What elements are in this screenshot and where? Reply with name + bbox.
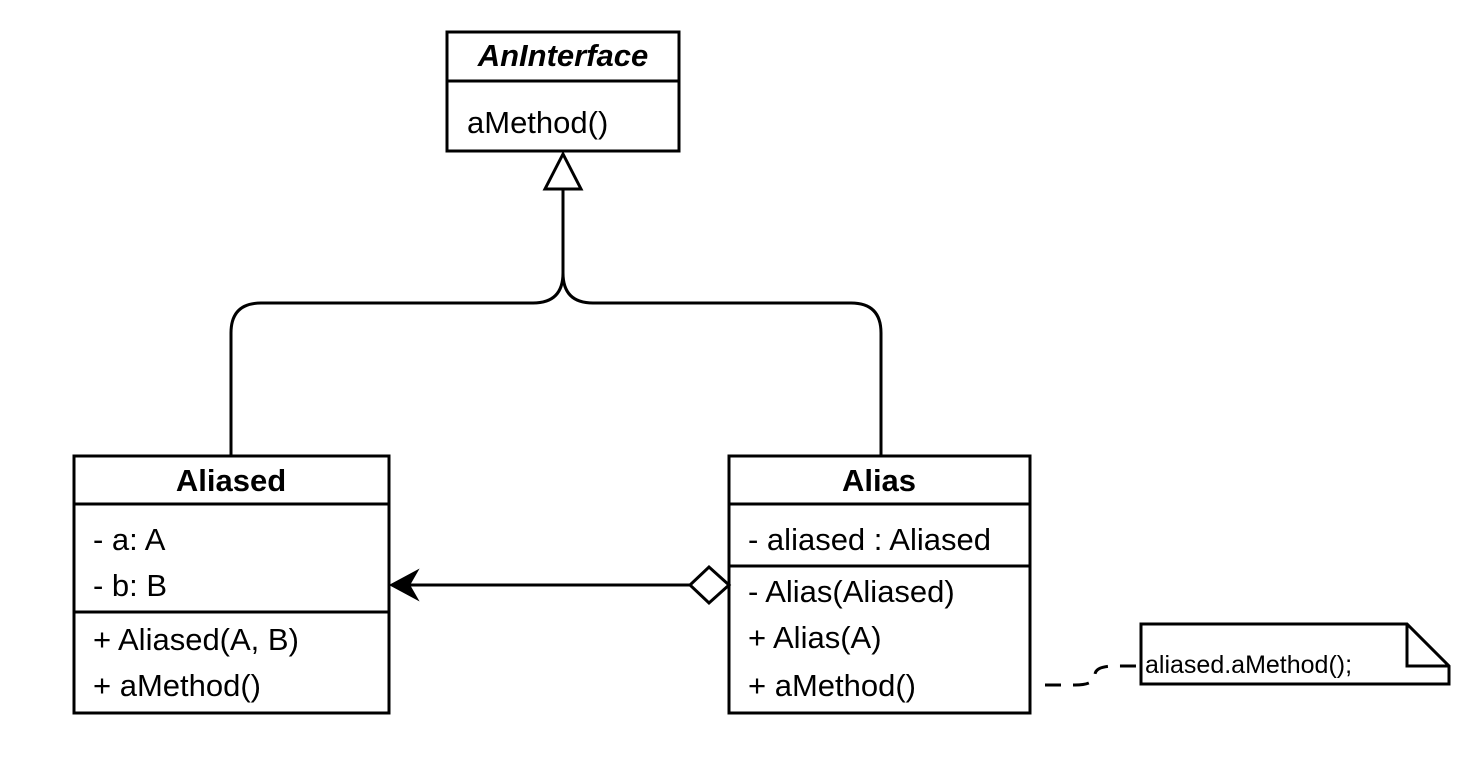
aliased-method: + aMethod() [93, 668, 261, 703]
realization-line-alias [561, 272, 883, 456]
note-text: aliased.aMethod(); [1145, 651, 1352, 679]
realization-arrowhead [542, 150, 584, 191]
alias-method: + aMethod() [748, 668, 916, 703]
alias-class-name: Alias [842, 463, 916, 498]
aliased-class-name: Aliased [176, 463, 286, 498]
realization-line-aliased [229, 190, 565, 456]
interface-method: aMethod() [467, 105, 608, 140]
aliased-method: + Aliased(A, B) [93, 622, 299, 657]
note-body [1139, 622, 1451, 686]
interface-name: AnInterface [477, 38, 649, 73]
class-aliased[interactable]: Aliased - a: A - b: B + Aliased(A, B) + … [72, 454, 391, 715]
alias-method: - Alias(Aliased) [748, 574, 955, 609]
aggregation-diamond [687, 564, 732, 606]
interface-class-box [445, 30, 681, 153]
alias-attribute: - aliased : Aliased [748, 522, 991, 557]
aliased-attribute: - a: A [93, 522, 166, 557]
note-folded-corner [1405, 624, 1449, 668]
note[interactable]: aliased.aMethod(); [1139, 622, 1451, 686]
alias-class-box [727, 454, 1032, 715]
note-anchor-line [1045, 664, 1141, 687]
class-alias[interactable]: Alias - aliased : Aliased - Alias(Aliase… [727, 454, 1032, 715]
interface-class-anintreface[interactable]: AnInterface aMethod() [445, 30, 681, 153]
aggregation-arrowhead [388, 568, 420, 602]
aliased-class-box [72, 454, 391, 715]
alias-method: + Alias(A) [748, 620, 882, 655]
aliased-attribute: - b: B [93, 568, 167, 603]
